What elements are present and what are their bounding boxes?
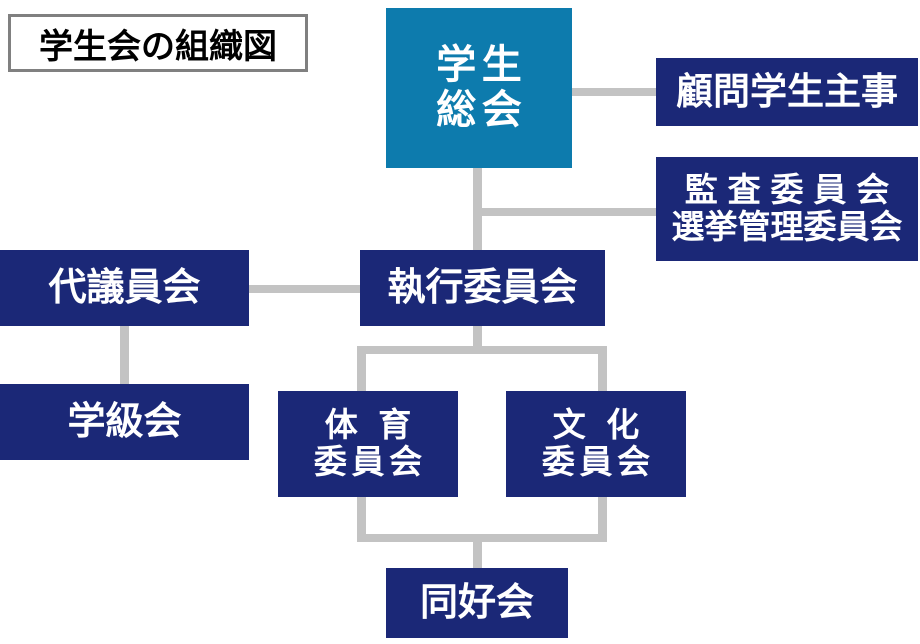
node-general-assembly-line1: 学生 — [436, 43, 528, 88]
node-general-assembly[interactable]: 学生 総会 — [386, 8, 572, 168]
node-executive[interactable]: 執行委員会 — [360, 250, 605, 326]
node-executive-label: 執行委員会 — [387, 266, 578, 309]
node-class-meeting-label: 学級会 — [67, 400, 182, 443]
node-clubs[interactable]: 同好会 — [386, 568, 568, 638]
node-delegates[interactable]: 代議員会 — [0, 250, 249, 326]
node-class-meeting[interactable]: 学級会 — [0, 384, 249, 460]
connector-delegates-to-executive — [249, 285, 360, 293]
connector-bus-to-clubs — [473, 534, 482, 570]
node-general-assembly-line2: 総会 — [436, 88, 528, 132]
node-sports-committee-line1: 体育 — [324, 406, 432, 444]
node-culture-committee-line1: 文化 — [552, 406, 660, 444]
node-sports-committee[interactable]: 体育 委員会 — [278, 391, 458, 497]
node-sports-committee-line2: 委員会 — [313, 443, 427, 480]
diagram-title-text: 学生会の組織図 — [39, 27, 277, 66]
connector-assembly-to-advisor — [572, 88, 656, 96]
connector-culture-down — [598, 496, 607, 542]
diagram-title-box: 学生会の組織図 — [8, 14, 308, 72]
connector-bus-to-sports — [357, 346, 366, 392]
node-audit-committee-label: 監査委員会 — [684, 171, 900, 209]
node-advisor[interactable]: 顧問学生主事 — [656, 58, 918, 126]
node-culture-committee-line2: 委員会 — [541, 443, 655, 480]
connector-delegates-to-class — [120, 325, 129, 385]
node-clubs-label: 同好会 — [419, 581, 534, 624]
connector-clubs-bus-horizontal — [357, 534, 607, 542]
node-delegates-label: 代議員会 — [48, 266, 201, 309]
connector-executive-down-stub — [473, 324, 482, 352]
node-culture-committee[interactable]: 文化 委員会 — [506, 391, 686, 497]
node-election-committee-label: 選挙管理委員会 — [671, 208, 903, 245]
connector-bus-to-culture — [598, 346, 607, 392]
node-audit-election[interactable]: 監査委員会 選挙管理委員会 — [656, 157, 918, 261]
connector-executive-bus-horizontal — [357, 346, 607, 354]
connector-sports-down — [357, 496, 366, 542]
connector-spine-to-audit-election — [473, 208, 656, 216]
node-advisor-line1: 顧問学生主事 — [676, 71, 898, 113]
